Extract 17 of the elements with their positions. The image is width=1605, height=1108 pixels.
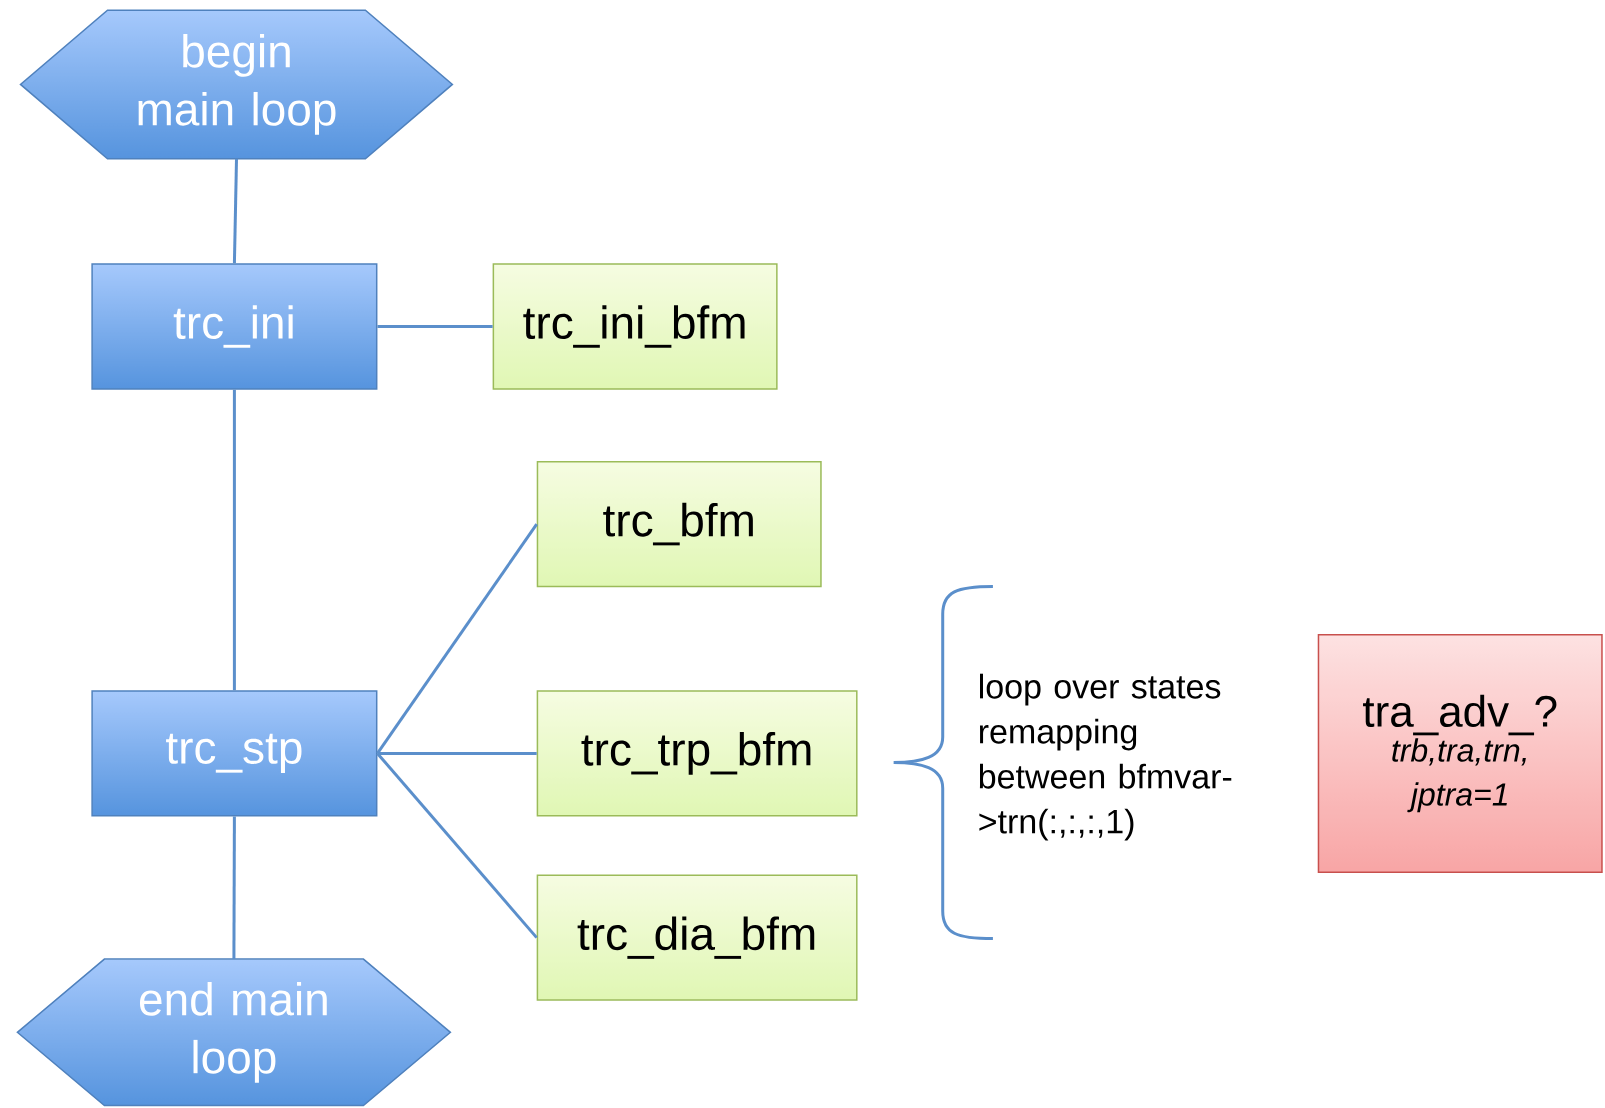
note-box: tra_adv_? trb,tra,trn, jptra=1 <box>1317 633 1603 873</box>
subroutine-box: trc_ini_bfm <box>492 263 778 390</box>
process-box: trc_stp <box>91 690 378 817</box>
connector-line <box>232 158 238 264</box>
connector-line <box>376 523 538 755</box>
subroutine-box: trc_bfm <box>536 460 822 588</box>
subroutine-box: trc_trp_bfm <box>536 690 858 817</box>
terminal-hexagon: end main loop <box>16 958 452 1107</box>
connector-line <box>376 752 538 939</box>
note-text: loop over states remapping between bfmvar->trn(:,:,:,1) <box>979 673 1232 841</box>
connector-line <box>377 751 537 755</box>
connector-line <box>232 389 236 691</box>
connector-line <box>377 325 493 328</box>
terminal-hexagon: begin main loop <box>19 9 454 160</box>
process-box: trc_ini <box>91 263 378 390</box>
subroutine-box: trc_dia_bfm <box>536 874 858 1001</box>
connector-line <box>232 816 236 959</box>
